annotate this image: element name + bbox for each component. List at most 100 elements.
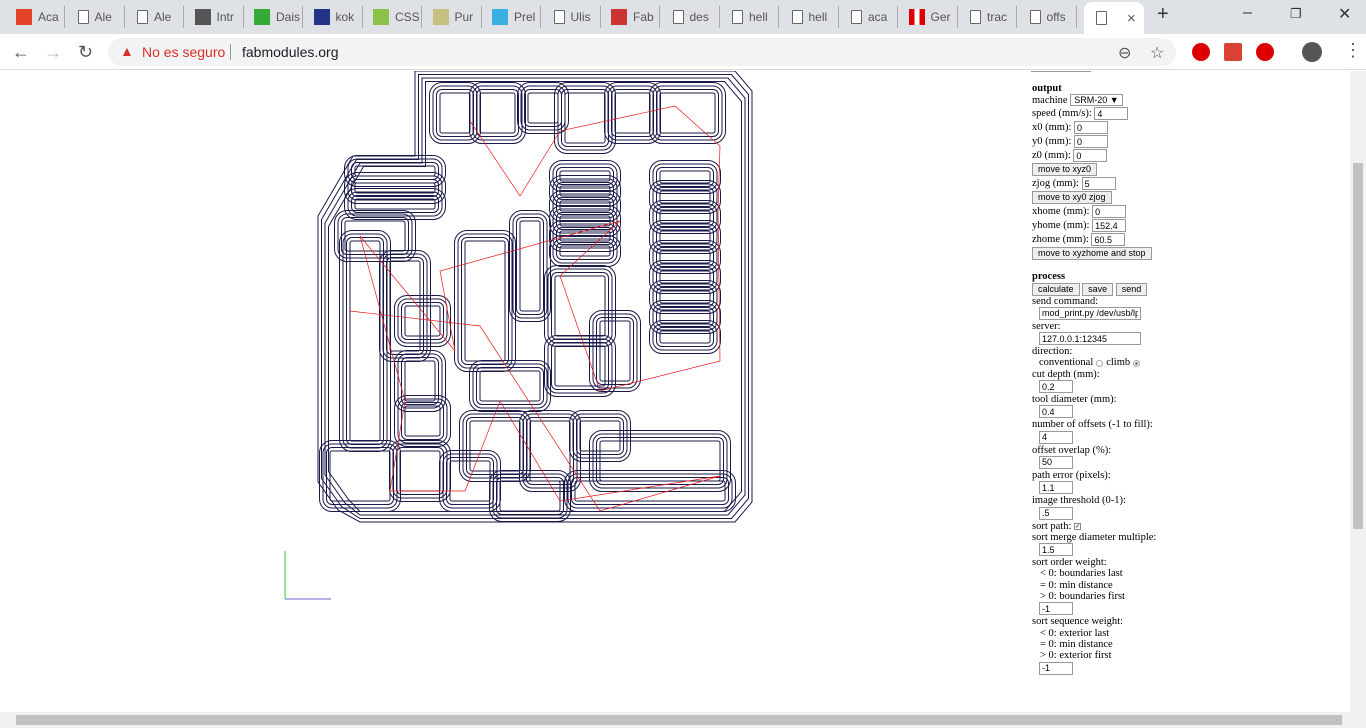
trace-offset-path bbox=[496, 477, 564, 515]
close-window-button[interactable]: ✕ bbox=[1338, 6, 1352, 23]
trace-offset-path bbox=[472, 363, 548, 409]
trace-offset-path bbox=[649, 220, 721, 254]
tab[interactable]: des bbox=[661, 6, 720, 28]
machine-label: machine bbox=[1032, 95, 1068, 107]
move-to-xy0-zjog-button[interactable]: move to xy0 zjog bbox=[1032, 191, 1112, 205]
trace-offset-path bbox=[329, 450, 391, 502]
tab[interactable]: Dais bbox=[244, 6, 303, 28]
tab[interactable]: Fab bbox=[601, 6, 660, 28]
tab[interactable]: Pur bbox=[423, 6, 482, 28]
tab[interactable]: Ale bbox=[66, 6, 125, 28]
reload-button[interactable]: ↻ bbox=[78, 42, 94, 62]
zhome-input[interactable] bbox=[1091, 233, 1126, 247]
tab[interactable]: aca bbox=[839, 6, 898, 28]
new-tab-button[interactable]: + bbox=[1157, 3, 1169, 25]
trace-offset-path bbox=[614, 92, 651, 134]
speed-input[interactable] bbox=[1094, 107, 1129, 121]
trace-offset-path bbox=[656, 327, 714, 347]
forward-button[interactable]: → bbox=[44, 42, 62, 62]
seq-input[interactable] bbox=[1039, 661, 1073, 675]
y0-input[interactable] bbox=[1074, 135, 1108, 149]
zjog-input[interactable] bbox=[1081, 177, 1116, 191]
menu-icon[interactable]: ⋮ bbox=[1344, 40, 1362, 60]
tab-active[interactable]: × bbox=[1084, 2, 1144, 34]
page-icon bbox=[137, 10, 148, 24]
bookmark-star-icon[interactable]: ☆ bbox=[1150, 45, 1165, 62]
machine-select[interactable]: SRM-20 ▼ bbox=[1070, 94, 1123, 107]
tab[interactable]: Ale bbox=[125, 6, 184, 28]
threshold-input[interactable] bbox=[1039, 506, 1073, 520]
move-to-xyz0-button[interactable]: move to xyz0 bbox=[1032, 163, 1098, 177]
trace-offset-path bbox=[599, 320, 631, 382]
yhome-label: yhome (mm): bbox=[1032, 220, 1090, 232]
trace-offset-path bbox=[611, 89, 654, 137]
server-input[interactable] bbox=[1039, 332, 1141, 346]
close-tab-icon[interactable]: × bbox=[1127, 9, 1136, 27]
trace-offset-path bbox=[649, 200, 721, 234]
yhome-input[interactable] bbox=[1092, 219, 1127, 233]
trace-offset-path bbox=[656, 167, 714, 187]
tab[interactable]: kok bbox=[304, 6, 363, 28]
back-button[interactable]: ← bbox=[12, 42, 30, 62]
avatar[interactable] bbox=[1302, 42, 1322, 62]
overlap-input[interactable] bbox=[1039, 455, 1073, 469]
tab[interactable]: Aca bbox=[6, 6, 65, 28]
page-icon bbox=[1096, 11, 1107, 25]
address-bar[interactable]: ▲ No es seguro fabmodules.org ⊖ ☆ bbox=[108, 38, 1176, 66]
move-to-xyzhome-button[interactable]: move to xyzhome and stop bbox=[1032, 247, 1152, 261]
security-label[interactable]: No es seguro bbox=[142, 44, 226, 60]
tool-diameter-input[interactable] bbox=[1039, 405, 1073, 419]
trace-offset-path bbox=[499, 480, 561, 512]
tab[interactable]: hell bbox=[780, 6, 839, 28]
tab[interactable]: Ulis bbox=[542, 6, 601, 28]
calculate-button[interactable]: calculate bbox=[1032, 282, 1080, 296]
browser-toolbar: ← → ↻ ▲ No es seguro fabmodules.org ⊖ ☆ … bbox=[0, 34, 1366, 70]
send-button[interactable]: send bbox=[1115, 282, 1148, 296]
sort-path-checkbox[interactable]: ✓ bbox=[1074, 522, 1081, 530]
climb-radio[interactable] bbox=[1133, 359, 1141, 367]
restore-button[interactable]: ❐ bbox=[1290, 6, 1302, 21]
trace-offset-path bbox=[334, 210, 416, 262]
url-text[interactable]: fabmodules.org bbox=[242, 44, 339, 60]
vertical-scrollbar[interactable] bbox=[1350, 71, 1366, 712]
tab[interactable]: hell bbox=[720, 6, 779, 28]
cut-depth-input[interactable] bbox=[1039, 380, 1073, 394]
zoom-icon[interactable]: ⊖ bbox=[1118, 45, 1132, 62]
trace-offset-path bbox=[652, 163, 718, 191]
order-input[interactable] bbox=[1039, 602, 1073, 616]
merge-input[interactable] bbox=[1039, 543, 1073, 557]
tab[interactable]: trac bbox=[958, 6, 1017, 28]
trace-offset-path bbox=[399, 450, 441, 492]
tab[interactable]: CSS bbox=[363, 6, 422, 28]
trace-offset-path bbox=[509, 210, 551, 322]
send-command-input[interactable] bbox=[1039, 306, 1141, 320]
trace-offset-path bbox=[649, 280, 721, 314]
horizontal-scrollbar[interactable] bbox=[0, 712, 1366, 728]
trace-offset-path bbox=[476, 367, 544, 405]
z0-input[interactable] bbox=[1073, 149, 1108, 163]
trace-offset-path bbox=[552, 178, 618, 204]
tab[interactable]: offs bbox=[1018, 6, 1077, 28]
todoist-icon[interactable] bbox=[1224, 43, 1242, 61]
conventional-radio[interactable] bbox=[1096, 359, 1104, 367]
tab[interactable]: Ger bbox=[899, 6, 958, 28]
minimize-button[interactable]: – bbox=[1243, 4, 1252, 21]
scroll-thumb[interactable] bbox=[16, 715, 1342, 725]
save-button[interactable]: save bbox=[1082, 282, 1114, 296]
adblock-plus-icon[interactable] bbox=[1256, 43, 1274, 61]
path-error-input[interactable] bbox=[1039, 481, 1073, 495]
trace-offset-path bbox=[592, 433, 728, 489]
trace-offset-path bbox=[472, 85, 523, 141]
adblock-icon[interactable] bbox=[1192, 43, 1210, 61]
scroll-thumb[interactable] bbox=[1353, 163, 1363, 529]
tab[interactable]: Intr bbox=[185, 6, 244, 28]
trace-offset-path bbox=[656, 187, 714, 207]
offsets-input[interactable] bbox=[1039, 430, 1073, 444]
xhome-input[interactable] bbox=[1092, 205, 1127, 219]
trace-offset-path bbox=[404, 405, 441, 437]
sort-path-label: sort path: bbox=[1032, 520, 1072, 532]
trace-offset-path bbox=[656, 307, 714, 327]
trace-offset-path bbox=[354, 198, 436, 210]
tab[interactable]: Prel bbox=[482, 6, 541, 28]
x0-input[interactable] bbox=[1074, 121, 1108, 135]
